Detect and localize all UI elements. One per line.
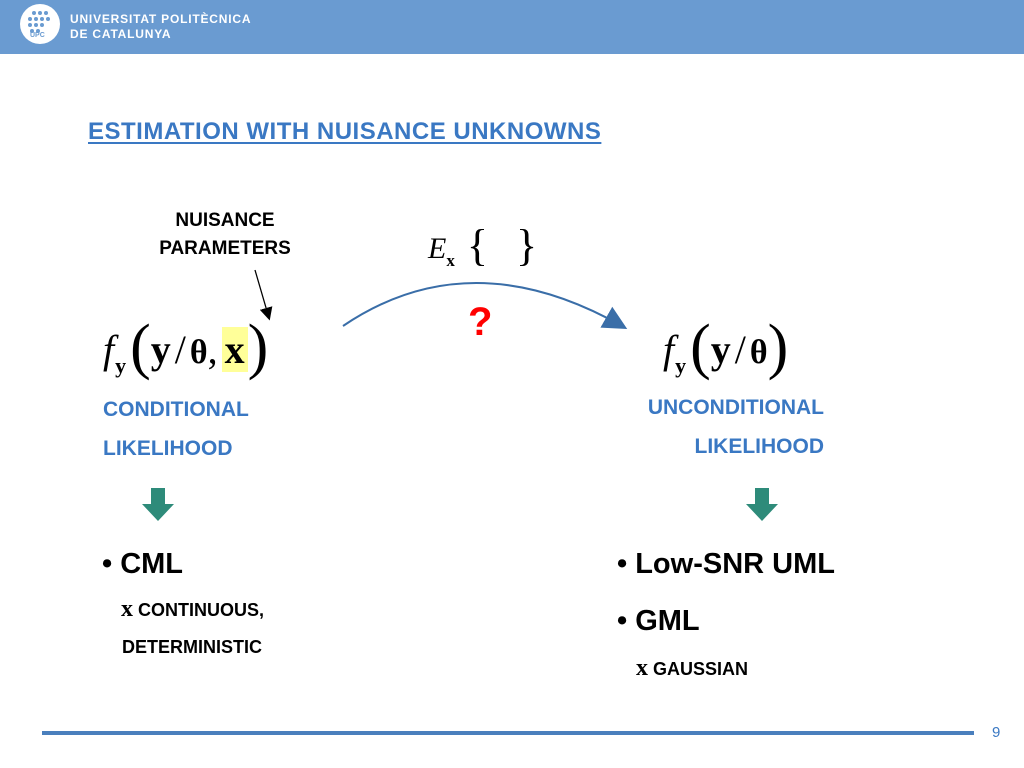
cml-description: x CONTINUOUS, bbox=[121, 596, 264, 623]
x-symbol: x bbox=[636, 655, 648, 681]
header-bar: UPC UNIVERSITAT POLITÈCNICA DE CATALUNYA bbox=[0, 0, 1024, 54]
close-brace: } bbox=[515, 221, 538, 270]
f-symbol: f bbox=[663, 327, 675, 372]
pointer-arrow bbox=[254, 269, 273, 321]
page-number: 9 bbox=[992, 724, 1001, 741]
slash: / bbox=[174, 327, 186, 372]
expectation-e: E bbox=[428, 232, 447, 265]
nuisance-label: NUISANCE PARAMETERS bbox=[140, 207, 310, 263]
conditional-label: CONDITIONAL LIKELIHOOD bbox=[103, 390, 249, 468]
university-name: UNIVERSITAT POLITÈCNICA DE CATALUNYA bbox=[70, 12, 251, 42]
unconditional-likelihood-formula: fy (y / θ) bbox=[663, 308, 789, 381]
slash: / bbox=[734, 327, 746, 372]
open-paren: ( bbox=[690, 313, 711, 381]
y-symbol: y bbox=[710, 327, 731, 372]
bullet-low-snr-uml: • Low-SNR UML bbox=[617, 548, 835, 580]
transform-arrow bbox=[342, 282, 628, 329]
bullet-cml: • CML bbox=[102, 548, 184, 580]
conditional-likelihood-formula: fy (y / θ, x) bbox=[103, 308, 269, 381]
unconditional-line2: LIKELIHOOD bbox=[694, 435, 825, 458]
logo-dots-icon bbox=[28, 11, 50, 33]
university-line1: UNIVERSITAT POLITÈCNICA bbox=[70, 12, 252, 26]
y-symbol: y bbox=[150, 327, 171, 372]
bullet-gml: • GML bbox=[617, 605, 700, 637]
down-arrow-icon bbox=[142, 488, 174, 521]
open-paren: ( bbox=[130, 313, 151, 381]
f-subscript: y bbox=[675, 353, 687, 378]
down-arrow-icon bbox=[746, 488, 778, 521]
nuisance-line1: NUISANCE bbox=[175, 210, 275, 231]
f-symbol: f bbox=[103, 327, 115, 372]
cml-desc-text: CONTINUOUS, bbox=[133, 600, 265, 620]
footer-line bbox=[42, 731, 974, 735]
logo-text: UPC bbox=[30, 32, 45, 39]
unconditional-line1: UNCONDITIONAL bbox=[647, 396, 824, 419]
gml-description: x GAUSSIAN bbox=[636, 655, 748, 682]
conditional-line1: CONDITIONAL bbox=[103, 398, 249, 421]
slide-title: ESTIMATION WITH NUISANCE UNKNOWNS bbox=[88, 118, 602, 145]
unconditional-label: UNCONDITIONAL LIKELIHOOD bbox=[612, 388, 824, 466]
university-line2: DE CATALUNYA bbox=[70, 27, 172, 41]
expectation-sub: x bbox=[446, 251, 455, 270]
close-paren: ) bbox=[247, 313, 269, 381]
question-mark: ? bbox=[468, 300, 493, 344]
f-subscript: y bbox=[115, 353, 127, 378]
x-highlighted: x bbox=[221, 327, 248, 372]
conditional-line2: LIKELIHOOD bbox=[103, 437, 233, 460]
upc-logo: UPC bbox=[20, 4, 60, 44]
open-brace: { bbox=[466, 221, 488, 270]
close-paren: ) bbox=[767, 313, 789, 381]
comma: , bbox=[207, 327, 218, 372]
nuisance-line2: PARAMETERS bbox=[159, 238, 291, 259]
theta-symbol: θ bbox=[189, 334, 208, 371]
theta-symbol: θ bbox=[749, 334, 768, 371]
expectation-operator: Ex { } bbox=[428, 218, 538, 270]
x-symbol: x bbox=[121, 596, 133, 622]
gml-desc-text: GAUSSIAN bbox=[648, 659, 749, 679]
cml-description-2: DETERMINISTIC bbox=[122, 637, 263, 657]
